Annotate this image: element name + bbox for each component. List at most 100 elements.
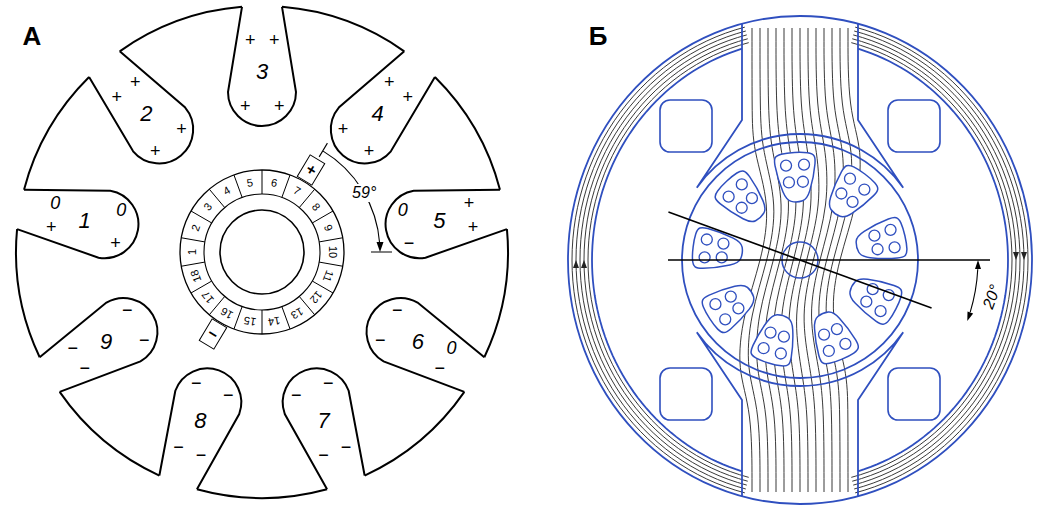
conductor-sign: +	[463, 194, 474, 212]
slot-number: 4	[372, 103, 384, 125]
field-coil-window	[888, 368, 940, 420]
segment-number: 18	[189, 268, 204, 283]
commutator-outline	[180, 170, 344, 334]
conductor-sign: +	[274, 97, 285, 115]
panel-letter: Б	[589, 23, 608, 49]
slot-outline-path	[228, 7, 296, 126]
rotor-slot: 8−−−−	[141, 353, 257, 498]
conductor-sign: −	[375, 331, 386, 349]
segment-number: 13	[289, 305, 305, 321]
flux-arrow	[1013, 252, 1019, 260]
armature-slot	[715, 171, 765, 222]
flux-arrow	[581, 260, 587, 268]
flux-arrow	[573, 260, 579, 268]
conductor-sign: −	[323, 374, 334, 392]
armature-slot	[850, 279, 902, 324]
conductor	[758, 343, 769, 354]
flux-arrow	[1021, 252, 1027, 260]
brush-polarity: +	[303, 160, 319, 179]
dimension-arrow	[377, 242, 384, 252]
conductor	[736, 179, 747, 190]
conductor	[836, 188, 847, 199]
conductor	[699, 252, 710, 263]
rotor-slot: 5++0−	[374, 170, 513, 269]
rotor-slot: 1+0+0	[11, 170, 150, 269]
conductor	[765, 327, 776, 338]
conductor-sign: 0	[50, 194, 60, 212]
armature-slot	[702, 285, 754, 332]
rotor-slot: 9−−−−	[28, 279, 176, 409]
slot-number: 8	[194, 410, 206, 432]
dimension-arrow	[975, 260, 981, 269]
conductor	[799, 159, 810, 170]
conductor-sign: −	[392, 301, 403, 319]
conductor-sign: −	[318, 446, 329, 464]
slot-outline-path	[17, 190, 138, 258]
angle-dimension: 20°	[981, 283, 1004, 311]
conductor-sign: −	[67, 339, 78, 357]
machine-outline	[568, 16, 1032, 504]
field-plot	[568, 16, 1032, 504]
conductor	[819, 329, 830, 340]
slot-number: 9	[100, 331, 112, 353]
slot-number: 7	[317, 410, 329, 432]
slot-outline-path	[386, 190, 507, 258]
segment-number: 3	[202, 201, 214, 213]
conductor	[889, 242, 900, 253]
armature-slot	[692, 228, 742, 269]
slot-number: 6	[412, 331, 424, 353]
armature-slot	[856, 218, 907, 259]
conductor	[844, 173, 855, 184]
conductor	[718, 238, 729, 249]
segment-divider	[181, 170, 343, 334]
conductor-sign: 0	[447, 339, 457, 357]
segment-number: 12	[307, 289, 323, 305]
segment-number: 5	[246, 177, 254, 189]
segment-number: 17	[200, 289, 216, 305]
rotor-slot: 4++++	[311, 38, 451, 184]
conductor-sign: +	[338, 120, 349, 138]
segment-number: 7	[292, 185, 303, 198]
panel-letter: А	[23, 23, 42, 49]
field-coil-window	[660, 100, 712, 152]
rotor-slot: 2++++	[73, 38, 213, 184]
conductor-sign: −	[122, 301, 133, 319]
yoke-outer	[568, 16, 1032, 504]
slot-number: 5	[433, 210, 445, 232]
segment-number: 10	[327, 246, 338, 258]
conductor-sign: +	[111, 88, 122, 106]
armature-slot	[751, 315, 793, 366]
conductor-sign: +	[364, 142, 375, 160]
neutral-axis	[668, 212, 931, 308]
conductor-sign: +	[176, 120, 187, 138]
angle-dimension: 59°	[350, 184, 378, 202]
conductor	[859, 184, 870, 195]
armature-slot	[774, 152, 815, 202]
conductor	[725, 291, 736, 302]
conductor	[823, 345, 834, 356]
armature-slot	[829, 165, 878, 217]
field-coil-window	[660, 368, 712, 420]
rotor-rim	[16, 7, 508, 498]
field-lines	[572, 27, 1028, 493]
segment-number: 15	[243, 314, 257, 327]
conductor	[733, 303, 744, 314]
conductor	[783, 177, 794, 188]
conductor-sign: −	[79, 359, 90, 377]
conductor	[872, 244, 883, 255]
rotor-lamination	[16, 7, 508, 498]
field-coil-window	[888, 100, 940, 152]
main-pole	[697, 24, 903, 188]
slot-outline-path	[367, 298, 485, 392]
conductor	[716, 252, 727, 263]
conductor-sign: −	[173, 438, 184, 456]
brush-box: −	[198, 319, 227, 351]
conductor	[885, 224, 896, 235]
conductor	[875, 306, 886, 317]
armature-slot	[814, 312, 858, 364]
conductor-sign: +	[269, 31, 280, 49]
conductor	[869, 230, 880, 241]
conductor-sign: −	[341, 438, 352, 456]
conductor-sign: −	[403, 234, 414, 252]
segment-number: 1	[187, 249, 198, 255]
